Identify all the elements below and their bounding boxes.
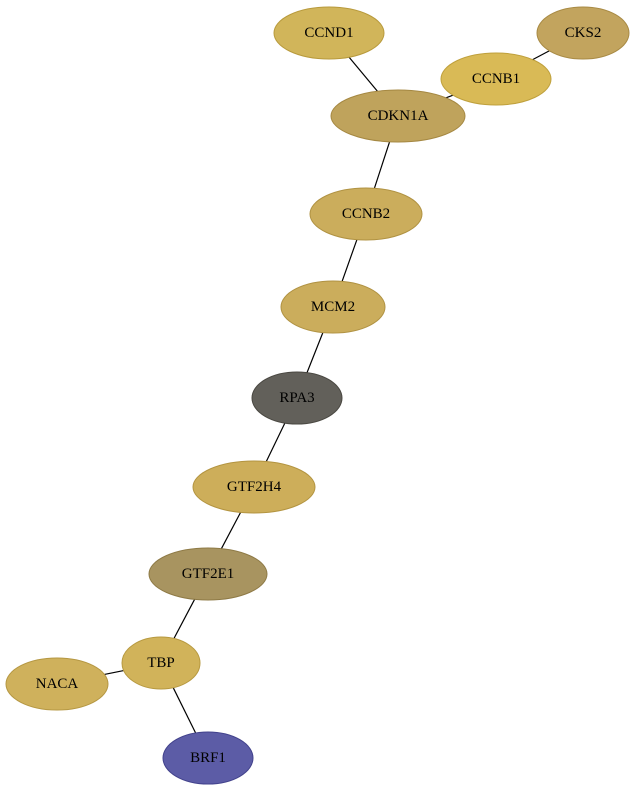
node-ccnb2[interactable]: CCNB2 xyxy=(309,187,423,241)
node-label: MCM2 xyxy=(311,299,355,315)
node-ellipse xyxy=(5,657,109,711)
node-cdkn1a[interactable]: CDKN1A xyxy=(330,89,466,143)
edge-mcm2-rpa3 xyxy=(306,332,324,373)
node-ellipse xyxy=(162,731,254,785)
node-ellipse xyxy=(273,6,385,60)
edge-ccnd1-cdkn1a xyxy=(348,56,378,92)
node-label: CCND1 xyxy=(304,25,353,41)
node-label: GTF2H4 xyxy=(227,479,282,495)
node-label: TBP xyxy=(147,655,175,671)
edge-rpa3-gtf2h4 xyxy=(265,422,286,462)
edges-layer xyxy=(104,50,550,734)
node-ellipse xyxy=(309,187,423,241)
edge-ccnb2-mcm2 xyxy=(341,239,358,282)
node-ccnb1[interactable]: CCNB1 xyxy=(440,52,552,106)
node-rpa3[interactable]: RPA3 xyxy=(251,371,343,425)
node-ellipse xyxy=(251,371,343,425)
node-tbp[interactable]: TBP xyxy=(121,636,201,690)
edge-tbp-brf1 xyxy=(172,687,197,734)
edge-cks2-ccnb1 xyxy=(532,50,550,61)
node-label: CKS2 xyxy=(565,25,602,41)
node-ellipse xyxy=(280,280,386,334)
edge-tbp-naca xyxy=(104,669,124,676)
node-mcm2[interactable]: MCM2 xyxy=(280,280,386,334)
node-ccnd1[interactable]: CCND1 xyxy=(273,6,385,60)
node-label: CCNB1 xyxy=(472,71,520,87)
node-label: CCNB2 xyxy=(342,206,390,222)
node-brf1[interactable]: BRF1 xyxy=(162,731,254,785)
node-label: GTF2E1 xyxy=(182,566,235,582)
edge-ccnb1-cdkn1a xyxy=(445,94,454,99)
edge-cdkn1a-ccnb2 xyxy=(373,141,391,189)
node-label: CDKN1A xyxy=(368,108,429,124)
node-label: BRF1 xyxy=(190,750,226,766)
edge-gtf2h4-gtf2e1 xyxy=(220,512,242,549)
node-naca[interactable]: NACA xyxy=(5,657,109,711)
node-gtf2h4[interactable]: GTF2H4 xyxy=(192,460,316,514)
node-gtf2e1[interactable]: GTF2E1 xyxy=(148,547,268,601)
node-ellipse xyxy=(148,547,268,601)
node-ellipse xyxy=(330,89,466,143)
node-ellipse xyxy=(440,52,552,106)
node-label: RPA3 xyxy=(279,390,314,406)
edge-gtf2e1-tbp xyxy=(173,599,196,639)
node-ellipse xyxy=(121,636,201,690)
node-label: NACA xyxy=(36,676,79,692)
node-cks2[interactable]: CKS2 xyxy=(536,6,630,60)
node-ellipse xyxy=(192,460,316,514)
node-ellipse xyxy=(536,6,630,60)
